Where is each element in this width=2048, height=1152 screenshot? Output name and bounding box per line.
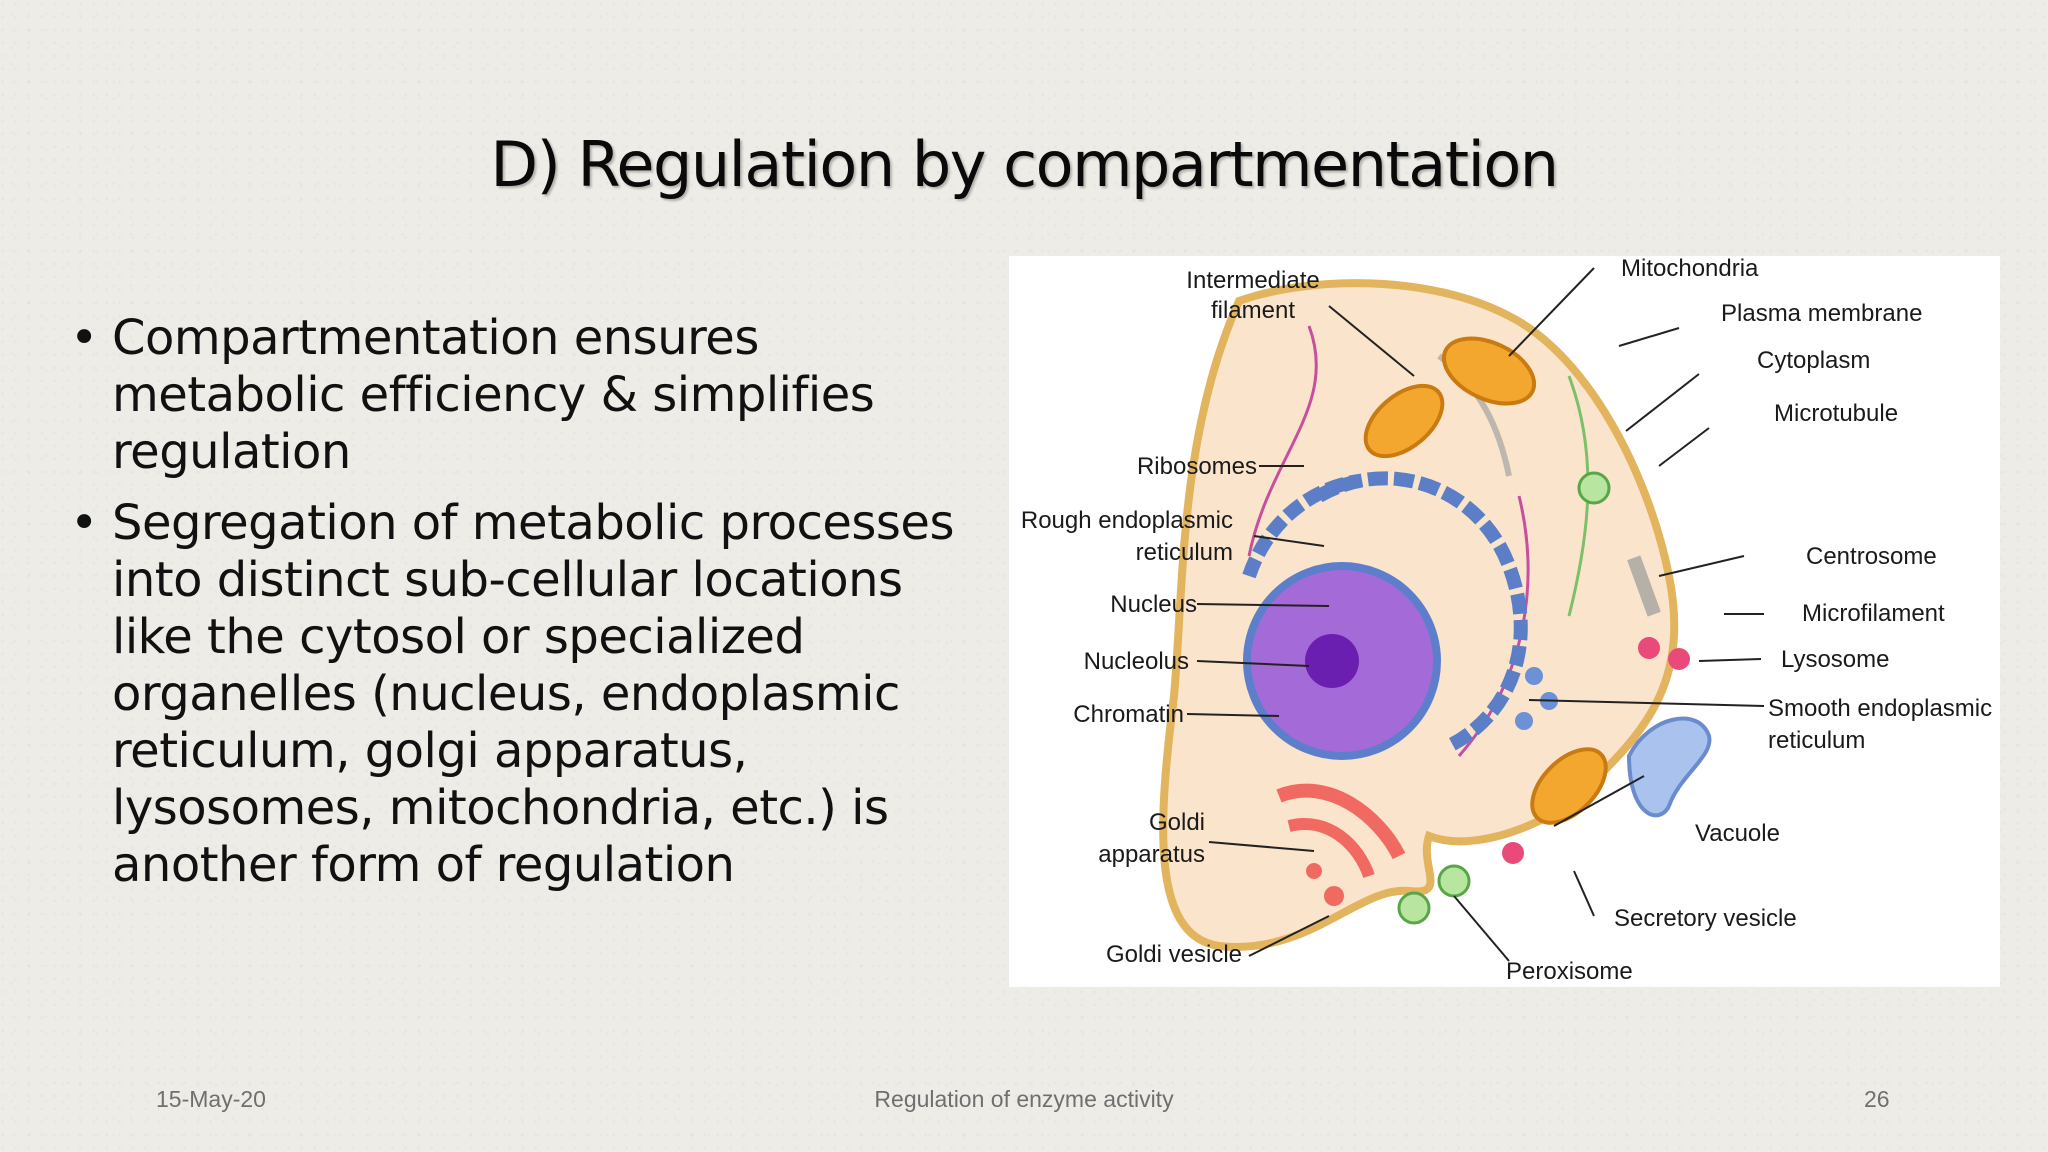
- label-centrosome: Centrosome: [1806, 543, 1937, 570]
- label-microfilament: Microfilament: [1802, 600, 1945, 627]
- golgi-apparatus: [1276, 783, 1406, 860]
- mitochondrion: [1530, 747, 1608, 825]
- bullet-item: • Segregation of metabolic processes int…: [70, 495, 970, 894]
- label-vacuole: Vacuole: [1695, 820, 1780, 847]
- label-leader-lines: [1186, 267, 1765, 962]
- golgi-apparatus: [1287, 818, 1375, 879]
- footer-page-number: 26: [1864, 1086, 1890, 1112]
- golgi-vesicle: [1324, 886, 1344, 906]
- footer-title: Regulation of enzyme activity: [874, 1086, 1174, 1112]
- intermediate-filament: [1247, 325, 1318, 557]
- mitochondrion: [1363, 383, 1445, 459]
- label-golgi-vesicle: Goldi vesicle: [1106, 941, 1242, 968]
- label-ribosomes: Ribosomes: [1137, 453, 1257, 480]
- lysosome: [1668, 648, 1690, 670]
- peroxisome: [1577, 471, 1611, 505]
- cell-illustration: Intermediate filament Mitochondria Plasm…: [1021, 255, 1992, 985]
- slide-title: D) Regulation by compartmentation: [490, 128, 1559, 201]
- rough-er: [1315, 471, 1528, 753]
- label-smooth-er-2: reticulum: [1768, 727, 1865, 754]
- vacuole: [1626, 716, 1712, 818]
- label-rough-er-2: reticulum: [1136, 539, 1233, 566]
- bullet-item: • Compartmentation ensures metabolic eff…: [70, 310, 970, 481]
- peroxisome: [1437, 864, 1471, 898]
- label-cytoplasm: Cytoplasm: [1757, 347, 1870, 374]
- footer-date: 15-May-20: [156, 1086, 266, 1112]
- label-mitochondria: Mitochondria: [1621, 256, 1759, 282]
- cell-diagram: Intermediate filament Mitochondria Plasm…: [1009, 255, 2000, 987]
- lysosome: [1502, 842, 1524, 864]
- label-intermediate-filament: Intermediate: [1186, 267, 1319, 294]
- bullet-dot-icon: •: [70, 310, 98, 366]
- label-golgi: Goldi: [1149, 809, 1205, 836]
- label-smooth-er: Smooth endoplasmic: [1768, 695, 1992, 722]
- rough-er: [1242, 474, 1361, 579]
- label-plasma-membrane: Plasma membrane: [1721, 300, 1922, 327]
- label-lysosome: Lysosome: [1781, 646, 1890, 673]
- bullet-list: • Compartmentation ensures metabolic eff…: [70, 310, 970, 908]
- nucleolus: [1305, 634, 1359, 688]
- golgi-vesicle: [1306, 863, 1322, 879]
- label-microtubule: Microtubule: [1774, 400, 1898, 427]
- label-intermediate-filament-2: filament: [1211, 297, 1295, 324]
- lysosome: [1638, 637, 1660, 659]
- bullet-dot-icon: •: [70, 495, 98, 551]
- smooth-er-vesicle: [1525, 667, 1543, 685]
- peroxisome: [1397, 891, 1431, 925]
- label-nucleolus: Nucleolus: [1084, 648, 1189, 675]
- label-chromatin: Chromatin: [1073, 701, 1184, 728]
- label-golgi-2: apparatus: [1098, 841, 1205, 868]
- label-rough-er: Rough endoplasmic: [1021, 507, 1233, 534]
- bullet-text: Compartmentation ensures metabolic effic…: [112, 310, 875, 480]
- label-secretory-vesicle: Secretory vesicle: [1614, 905, 1797, 932]
- label-nucleus: Nucleus: [1110, 591, 1197, 618]
- label-peroxisome: Peroxisome: [1506, 958, 1633, 985]
- centrosome: [1627, 555, 1661, 617]
- bullet-text: Segregation of metabolic processes into …: [112, 495, 954, 893]
- smooth-er-vesicle: [1515, 712, 1533, 730]
